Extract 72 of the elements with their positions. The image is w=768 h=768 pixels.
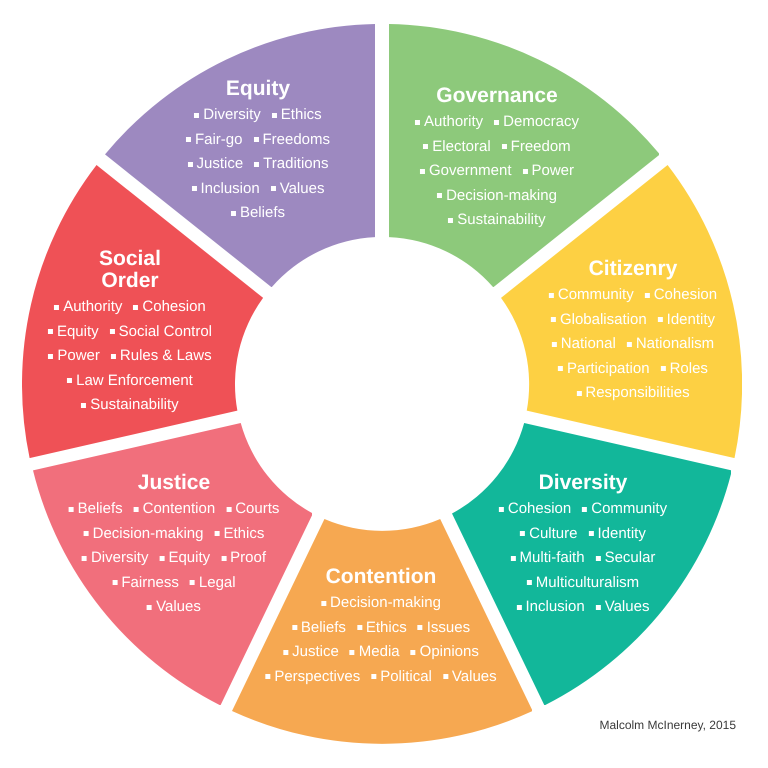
keyword: Authority: [63, 298, 122, 316]
keyword: Fairness: [121, 574, 179, 592]
keyword: Diversity: [90, 549, 148, 568]
keyword: Fair-go: [194, 130, 242, 149]
keyword: Perspectives: [274, 668, 360, 686]
keyword: Beliefs: [240, 204, 285, 222]
keyword: Rules & Laws: [120, 347, 212, 366]
segment-heading: Diversity: [538, 472, 628, 494]
segment-heading: Citizenry: [588, 258, 678, 280]
keyword: Freedoms: [262, 130, 330, 149]
keyword: Sustainability: [457, 211, 546, 230]
keyword: Values: [604, 598, 650, 616]
keyword: Ethics: [366, 618, 407, 637]
keyword: Responsibilities: [585, 384, 690, 402]
keyword: Equity: [56, 322, 99, 341]
keyword: Democracy: [503, 113, 580, 132]
keyword: Legal: [198, 574, 236, 592]
keyword: Diversity: [203, 106, 261, 124]
keyword: Social Control: [118, 322, 212, 341]
keyword: Beliefs: [78, 500, 123, 518]
keyword: Culture: [529, 524, 578, 543]
keyword: Decision-making: [446, 186, 557, 205]
keyword: Decision-making: [92, 524, 204, 543]
keyword: Government: [428, 162, 512, 180]
keyword: Inclusion: [200, 180, 260, 198]
keyword: Power: [57, 347, 100, 366]
keyword: Identity: [597, 524, 646, 543]
keyword: Roles: [670, 360, 708, 378]
keyword: National: [560, 335, 616, 354]
keyword: Beliefs: [300, 618, 346, 637]
keyword: Authority: [424, 113, 484, 132]
keyword: Ethics: [280, 106, 322, 124]
keyword: Equity: [168, 549, 210, 568]
keyword: Values: [452, 668, 497, 686]
keyword: Multiculturalism: [536, 574, 640, 592]
segment-heading: Social Order: [98, 248, 162, 292]
keyword: Secular: [604, 549, 656, 568]
keyword: Political: [380, 668, 432, 686]
keyword: Freedom: [510, 138, 571, 156]
keyword: Community: [558, 286, 634, 304]
segment-heading: Equity: [226, 78, 290, 100]
keyword: Contention: [142, 500, 216, 518]
keyword: Globalisation: [560, 310, 647, 329]
credit-text: Malcolm McInerney, 2015: [600, 717, 736, 733]
keyword: Justice: [292, 643, 339, 662]
keyword: Cohesion: [142, 298, 206, 316]
keyword: Values: [280, 180, 324, 198]
keyword: Decision-making: [330, 594, 441, 612]
keyword: Multi-faith: [520, 549, 585, 568]
keyword: Cohesion: [508, 500, 572, 518]
keyword: Opinions: [420, 643, 479, 662]
segment-heading: Contention: [326, 566, 436, 588]
keyword: Justice: [196, 155, 244, 174]
segment-heading: Justice: [138, 472, 210, 494]
keyword: Electoral: [432, 138, 491, 156]
keyword: Sustainability: [90, 396, 179, 414]
keyword: Issues: [426, 618, 470, 637]
keyword: Community: [591, 500, 668, 518]
keyword: Power: [532, 162, 574, 180]
keyword: Proof: [230, 549, 266, 568]
keyword: Nationalism: [636, 335, 714, 354]
keyword: Courts: [235, 500, 280, 518]
keyword: Traditions: [263, 155, 328, 174]
keyword: Media: [358, 643, 400, 662]
keyword: Cohesion: [654, 286, 718, 304]
keyword: Law Enforcement: [76, 372, 193, 390]
keyword: Participation: [567, 360, 650, 378]
keyword: Inclusion: [526, 598, 585, 616]
keyword: Identity: [666, 310, 716, 329]
keyword: Values: [156, 598, 201, 616]
keyword: Ethics: [223, 524, 264, 543]
segment-heading: Governance: [436, 84, 558, 107]
